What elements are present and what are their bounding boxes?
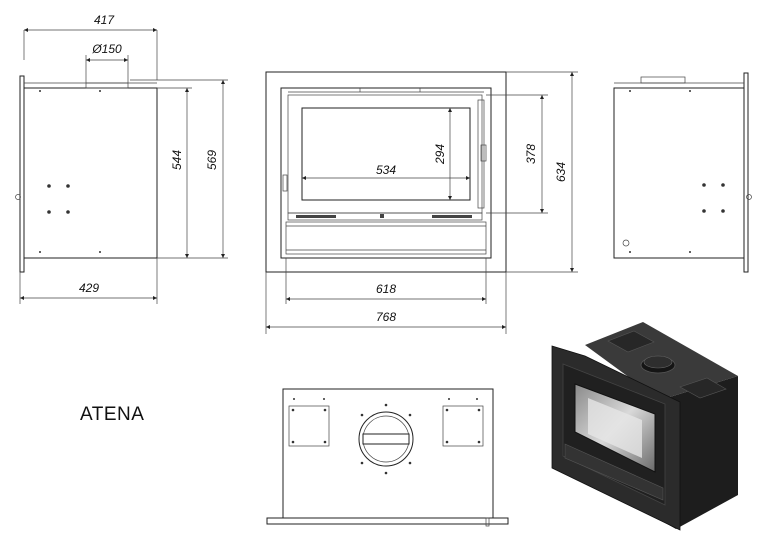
dimension-flue-diameter: Ø150 <box>85 42 129 83</box>
dimension-top-width: 417 <box>23 13 158 80</box>
right-side-view <box>613 72 752 273</box>
dimension-544-label: 544 <box>170 150 184 170</box>
dimension-534-label: 534 <box>376 163 396 177</box>
dimension-side-height-outer: 569 <box>130 79 228 259</box>
dimension-417-label: 417 <box>94 13 115 27</box>
dimension-569-label: 569 <box>205 150 219 170</box>
product-title: ATENA <box>80 404 145 425</box>
fireplace-render-3d <box>551 322 738 531</box>
dimension-side-height-inner: 544 <box>157 87 192 259</box>
dimension-150-label: Ø150 <box>91 42 122 56</box>
top-view <box>266 388 509 527</box>
left-side-view <box>15 75 158 273</box>
dimension-frame-width: 768 <box>265 272 507 334</box>
dimension-body-width: 618 <box>285 258 487 304</box>
dimension-634-label: 634 <box>554 162 568 182</box>
dimension-294-label: 294 <box>433 144 447 165</box>
dimension-429-label: 429 <box>79 281 99 295</box>
dimension-618-label: 618 <box>376 282 396 296</box>
dimension-window-height: 294 <box>433 108 453 200</box>
dimension-frame-height: 634 <box>506 71 578 273</box>
dimension-window-width: 534 <box>302 163 470 181</box>
dimension-378-label: 378 <box>524 144 538 164</box>
front-view <box>265 71 507 273</box>
dimension-door-height: 378 <box>486 94 548 214</box>
dimension-side-depth: 429 <box>19 258 158 304</box>
dimension-768-label: 768 <box>376 310 396 324</box>
